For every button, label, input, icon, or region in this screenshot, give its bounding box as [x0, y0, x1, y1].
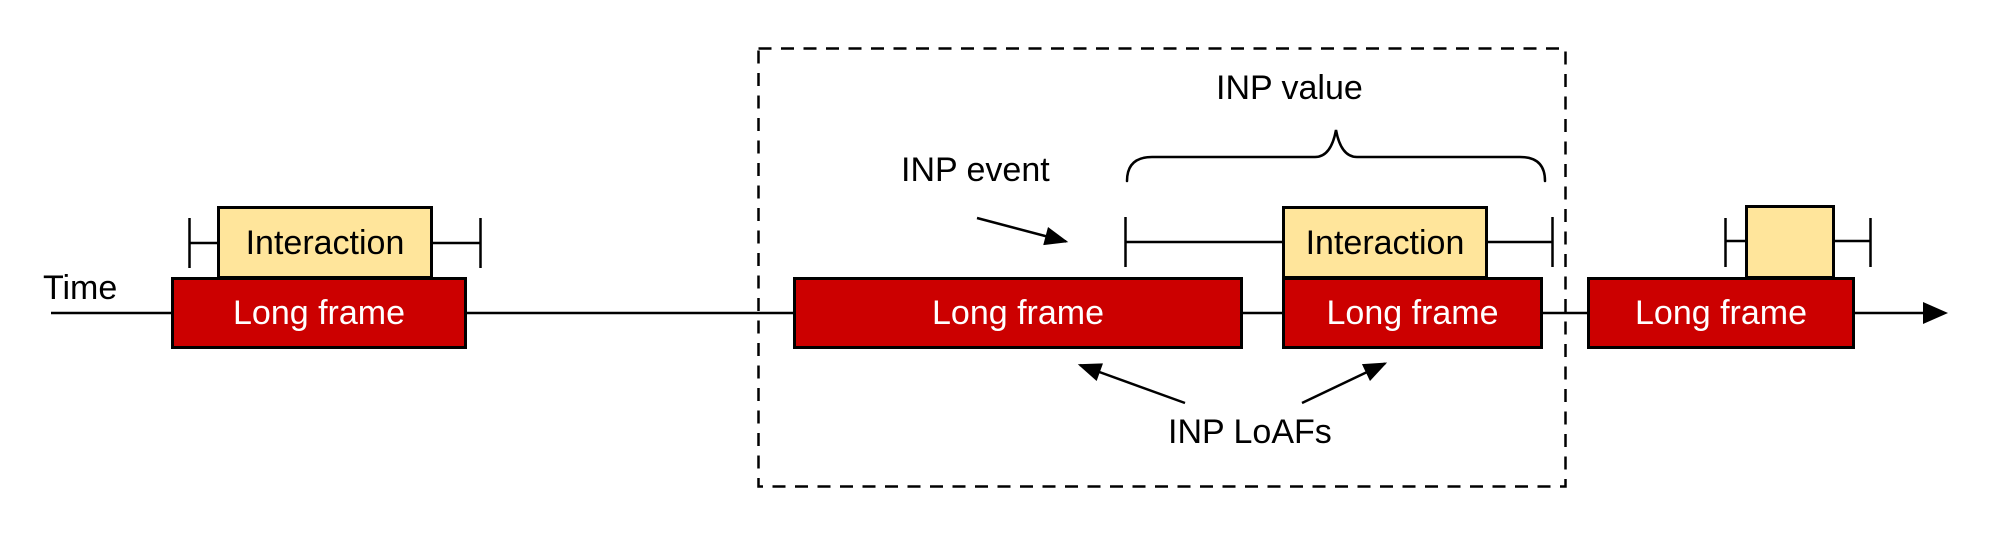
long-frame-label: Long frame — [1326, 294, 1499, 332]
inp-event-label: INP event — [901, 151, 1050, 189]
time-label: Time — [43, 269, 118, 307]
long-frame-box-3: Long frame — [1282, 277, 1543, 349]
interaction-label: Interaction — [1305, 223, 1465, 262]
inp-loafs-label: INP LoAFs — [1168, 413, 1332, 451]
long-frame-box-4: Long frame — [1587, 277, 1855, 349]
inp-value-label: INP value — [1216, 69, 1363, 107]
timeline-arrowhead-icon — [1923, 302, 1948, 324]
interaction-label: Interaction — [245, 223, 405, 262]
interaction-box-1: Interaction — [217, 206, 433, 279]
long-frame-box-2: Long frame — [793, 277, 1243, 349]
inp-loafs-arrow-left — [1077, 363, 1186, 405]
long-frame-label: Long frame — [932, 294, 1104, 332]
interaction-box-3 — [1745, 205, 1835, 279]
long-frame-box-1: Long frame — [171, 277, 467, 349]
inp-loafs-arrow-right — [1301, 362, 1388, 405]
long-frame-label: Long frame — [233, 294, 405, 332]
inp-event-arrow — [976, 216, 1069, 246]
interaction-box-2: Interaction — [1282, 206, 1488, 279]
long-frame-label: Long frame — [1635, 294, 1807, 332]
inp-value-brace — [1125, 129, 1547, 183]
